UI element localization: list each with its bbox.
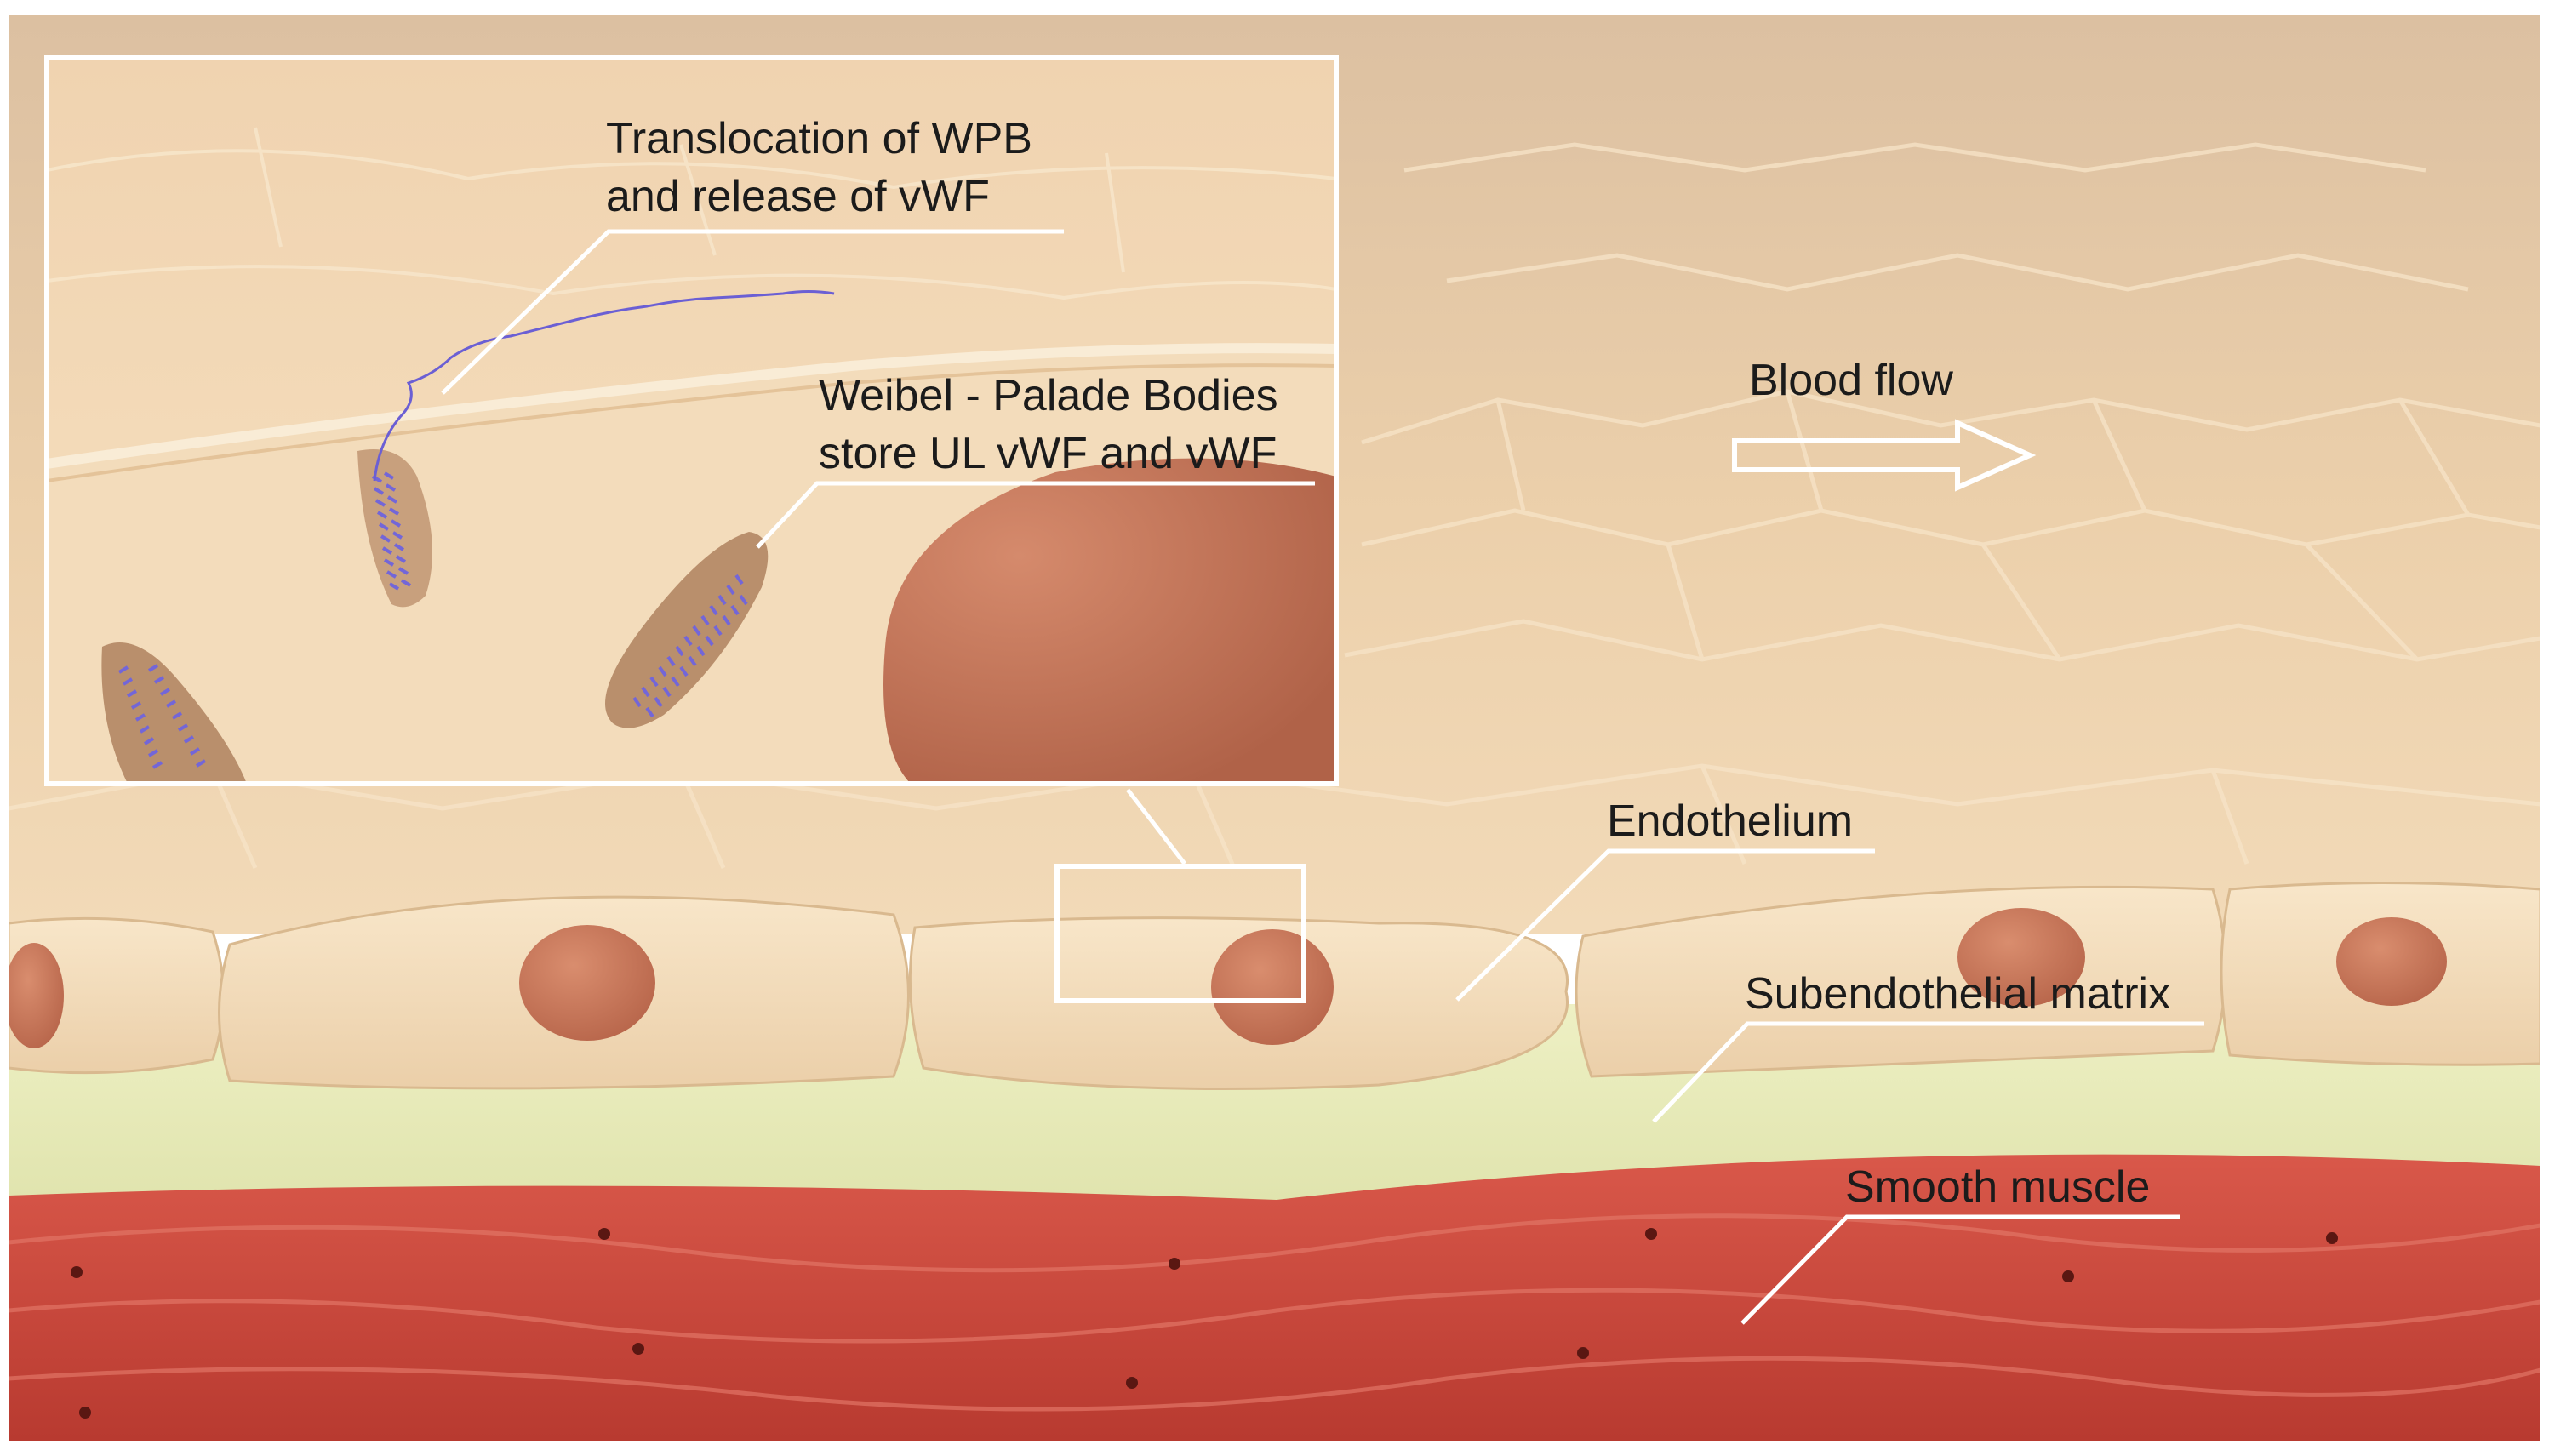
callout-subendothelial (1652, 1021, 2204, 1123)
nucleus (2336, 917, 2447, 1006)
label-subendothelial-matrix: Subendothelial matrix (1745, 969, 2170, 1019)
nucleus (9, 943, 64, 1048)
zoom-region-box (1054, 864, 1306, 1003)
callout-translocation (441, 229, 1064, 395)
magnified-inset (44, 55, 1339, 786)
smooth-muscle-layer (9, 1154, 2540, 1441)
endothelial-nuclei (9, 908, 2447, 1048)
label-wpb-line1: Weibel - Palade Bodies (819, 371, 1278, 420)
nucleus (519, 925, 655, 1041)
wpb-vwf-tubules-1 (371, 471, 412, 591)
muscle-fiber-nuclei (71, 1228, 2338, 1419)
nucleus (1957, 908, 2085, 1007)
label-wpb-line2: store UL vWF and vWF (819, 429, 1277, 478)
surface-cell-outlines (9, 142, 2540, 869)
wpb-body-3 (101, 642, 247, 784)
inset-nucleus (883, 458, 1336, 784)
wpb-body-2 (605, 532, 769, 728)
vwf-strand (373, 290, 835, 482)
muscle-fibers (9, 1213, 2540, 1412)
label-translocation-line1: Translocation of WPB (606, 114, 1032, 163)
callout-wpb (756, 481, 1315, 549)
label-translocation-line2: and release of vWF (606, 172, 990, 221)
zoom-connector-line (1126, 788, 1186, 865)
callout-endothelium (1455, 848, 1875, 1002)
blood-flow-arrow (1732, 419, 2037, 492)
callout-lines (441, 229, 2204, 1325)
label-blood-flow: Blood flow (1749, 356, 1953, 405)
inset-frame (44, 55, 1339, 786)
nucleus (1211, 929, 1334, 1045)
callout-smooth-muscle (1740, 1214, 2180, 1325)
label-smooth-muscle: Smooth muscle (1845, 1162, 2150, 1212)
label-endothelium: Endothelium (1607, 797, 1853, 846)
